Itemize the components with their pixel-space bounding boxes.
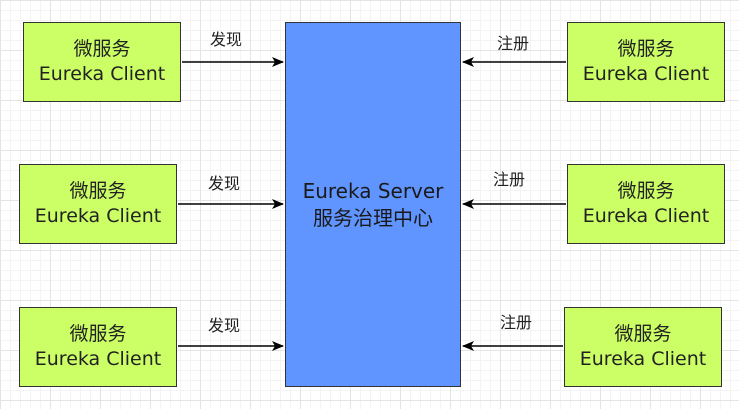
client-node-right-2[interactable]: 微服务 Eureka Client xyxy=(567,164,725,244)
edge-label-register-3: 注册 xyxy=(500,313,533,332)
client-node-subtitle: Eureka Client xyxy=(38,63,166,85)
client-node-title: 微服务 xyxy=(617,38,675,60)
client-node-subtitle: Eureka Client xyxy=(579,348,707,370)
client-node-subtitle: Eureka Client xyxy=(34,205,162,227)
client-node-left-3[interactable]: 微服务 Eureka Client xyxy=(19,307,177,387)
client-node-title: 微服务 xyxy=(69,323,127,345)
client-node-right-1[interactable]: 微服务 Eureka Client xyxy=(567,22,725,102)
client-node-title: 微服务 xyxy=(617,180,675,202)
client-node-subtitle: Eureka Client xyxy=(582,205,710,227)
client-node-subtitle: Eureka Client xyxy=(34,348,162,370)
eureka-server-node[interactable]: Eureka Server 服务治理中心 xyxy=(285,22,461,387)
server-node-title: Eureka Server xyxy=(302,178,444,203)
client-node-subtitle: Eureka Client xyxy=(582,63,710,85)
edge-label-discover-3: 发现 xyxy=(208,316,241,335)
client-node-title: 微服务 xyxy=(69,180,127,202)
client-node-right-3[interactable]: 微服务 Eureka Client xyxy=(564,307,722,387)
client-node-title: 微服务 xyxy=(614,323,672,345)
client-node-left-1[interactable]: 微服务 Eureka Client xyxy=(23,22,181,102)
client-node-title: 微服务 xyxy=(73,38,131,60)
edge-label-register-1: 注册 xyxy=(497,34,530,53)
edge-label-register-2: 注册 xyxy=(493,170,526,189)
client-node-left-2[interactable]: 微服务 Eureka Client xyxy=(19,164,177,244)
server-node-subtitle: 服务治理中心 xyxy=(313,205,433,230)
edge-label-discover-2: 发现 xyxy=(208,174,241,193)
edge-label-discover-1: 发现 xyxy=(210,30,243,49)
